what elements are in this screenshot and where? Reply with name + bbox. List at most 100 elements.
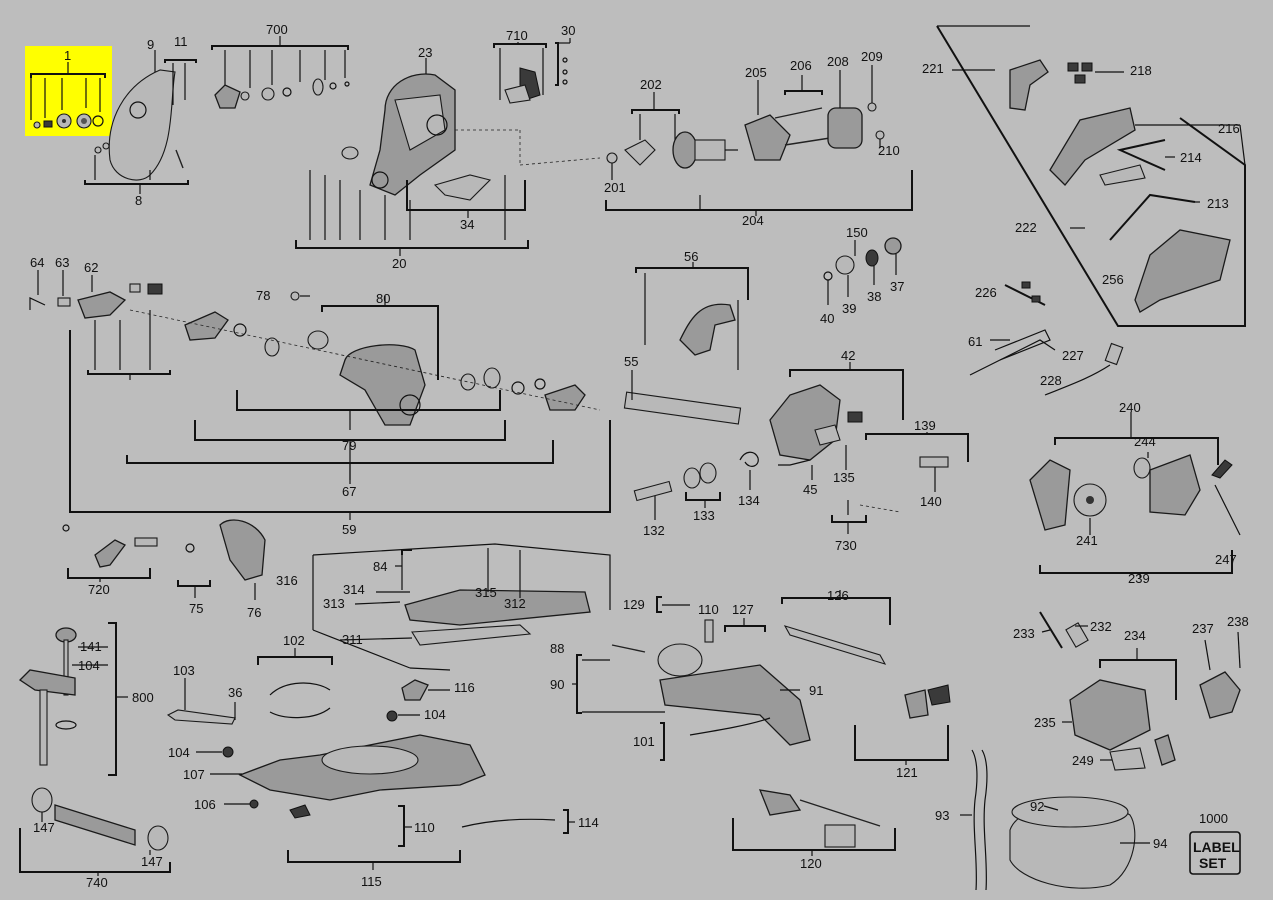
part-label-8: 8: [135, 193, 142, 208]
label-set-line2: SET: [1199, 855, 1227, 871]
part-label-205: 205: [745, 65, 767, 80]
part-label-730: 730: [835, 538, 857, 553]
part-label-133: 133: [693, 508, 715, 523]
part-label-91: 91: [809, 683, 823, 698]
cord-group: 226 61 227 228: [968, 281, 1124, 396]
part-label-147a: 147: [33, 820, 55, 835]
part-label-62: 62: [84, 260, 98, 275]
part-label-234: 234: [1124, 628, 1146, 643]
part-label-311: 311: [342, 632, 363, 647]
part-label-314: 314: [343, 582, 365, 597]
part-label-700: 700: [266, 22, 288, 37]
part-label-39: 39: [842, 301, 856, 316]
part-label-232: 232: [1090, 619, 1112, 634]
bevel-group: 42 139 45 135 140 730: [769, 348, 969, 553]
part-label-313: 313: [323, 596, 345, 611]
part-label-103: 103: [173, 663, 195, 678]
part-1-group[interactable]: 1: [25, 46, 112, 136]
part-label-94: 94: [1153, 836, 1167, 851]
part-label-45: 45: [803, 482, 817, 497]
part-label-140: 140: [920, 494, 942, 509]
part-label-1: 1: [64, 48, 71, 63]
part-label-110b: 110: [414, 820, 435, 835]
part-label-40: 40: [820, 311, 834, 326]
part-label-141: 141: [80, 639, 102, 654]
part-label-120: 120: [800, 856, 822, 871]
part-label-126: 126: [827, 588, 849, 603]
part-label-233: 233: [1013, 626, 1035, 641]
part-label-63: 63: [55, 255, 69, 270]
part-label-107: 107: [183, 767, 205, 782]
part-label-23: 23: [418, 45, 432, 60]
part-label-213: 213: [1207, 196, 1229, 211]
part-label-78: 78: [256, 288, 270, 303]
part-label-150: 150: [846, 225, 868, 240]
part-label-227: 227: [1062, 348, 1084, 363]
part-label-104a: 104: [78, 658, 100, 673]
armature-group: 202 205 206 208 209 210 201 204: [604, 49, 913, 228]
part-label-239: 239: [1128, 571, 1150, 586]
blade-guard-group: 9 11 8: [84, 34, 197, 208]
part-label-247: 247: [1215, 552, 1237, 567]
label-set-group[interactable]: 1000 LABEL SET: [1189, 811, 1241, 875]
switch-box-group: 233 232 234 237 238 235 249: [1013, 611, 1249, 771]
part-label-210: 210: [878, 143, 900, 158]
turntable-group: 129 110 127 126 88 90 91 101 121 120: [550, 588, 951, 871]
part-label-42: 42: [841, 348, 855, 363]
part-label-76: 76: [247, 605, 261, 620]
part-label-312: 312: [504, 596, 526, 611]
part-label-116: 116: [454, 680, 475, 695]
part-label-11: 11: [174, 34, 188, 49]
part-label-64: 64: [30, 255, 44, 270]
part-label-106: 106: [194, 797, 216, 812]
rod-group: 56 55 132 133 134: [623, 249, 760, 538]
dust-bag-group: 93 92 94: [935, 749, 1167, 891]
part-label-710: 710: [506, 28, 528, 43]
part-label-36: 36: [228, 685, 242, 700]
part-label-80: 80: [376, 291, 390, 306]
part-label-102: 102: [283, 633, 305, 648]
part-label-226: 226: [975, 285, 997, 300]
part-label-740: 740: [86, 875, 108, 890]
blower-group: 240 244 241 239 247: [1029, 400, 1241, 586]
part-label-800: 800: [132, 690, 154, 705]
part-label-110: 110: [698, 602, 719, 617]
part-label-92: 92: [1030, 799, 1044, 814]
handle-assembly-group: 221 218 216 214 213 222 256: [922, 25, 1246, 327]
part-label-720: 720: [88, 582, 110, 597]
part-label-241: 241: [1076, 533, 1098, 548]
part-label-204: 204: [742, 213, 764, 228]
part-label-114: 114: [578, 815, 599, 830]
part-label-104c: 104: [168, 745, 190, 760]
part-label-104b: 104: [424, 707, 446, 722]
part-label-238: 238: [1227, 614, 1249, 629]
label-set-line1: LABEL: [1193, 839, 1240, 855]
part-label-134: 134: [738, 493, 760, 508]
part-label-235: 235: [1034, 715, 1056, 730]
knob-group: 150 40 39 38 37: [820, 225, 904, 326]
part-label-9: 9: [147, 37, 154, 52]
part-label-209: 209: [861, 49, 883, 64]
part-label-132: 132: [643, 523, 665, 538]
part-label-240: 240: [1119, 400, 1141, 415]
rail-assembly-group: 64 63 62 78 80 79 67 59: [29, 255, 611, 537]
part-label-256: 256: [1102, 272, 1124, 287]
part-label-67: 67: [342, 484, 356, 499]
part-label-38: 38: [867, 289, 881, 304]
spindle-group: 700: [211, 22, 350, 109]
clamp-group: 141 104 800: [18, 622, 154, 776]
part-label-20: 20: [392, 256, 406, 271]
motor-housing-group: 23 34 20: [295, 45, 601, 271]
part-label-88: 88: [550, 641, 564, 656]
part-label-56: 56: [684, 249, 698, 264]
part-label-37: 37: [890, 279, 904, 294]
trigger-group: 710 30: [493, 23, 575, 104]
part-label-59: 59: [342, 522, 356, 537]
part-label-135: 135: [833, 470, 855, 485]
part-label-208: 208: [827, 54, 849, 69]
part-label-61: 61: [968, 334, 982, 349]
base-group: 102 103 36 116 104 104 107 106 110 114 1…: [166, 633, 599, 889]
part-label-202: 202: [640, 77, 662, 92]
part-label-316: 316: [276, 573, 298, 588]
part-label-147b: 147: [141, 854, 163, 869]
